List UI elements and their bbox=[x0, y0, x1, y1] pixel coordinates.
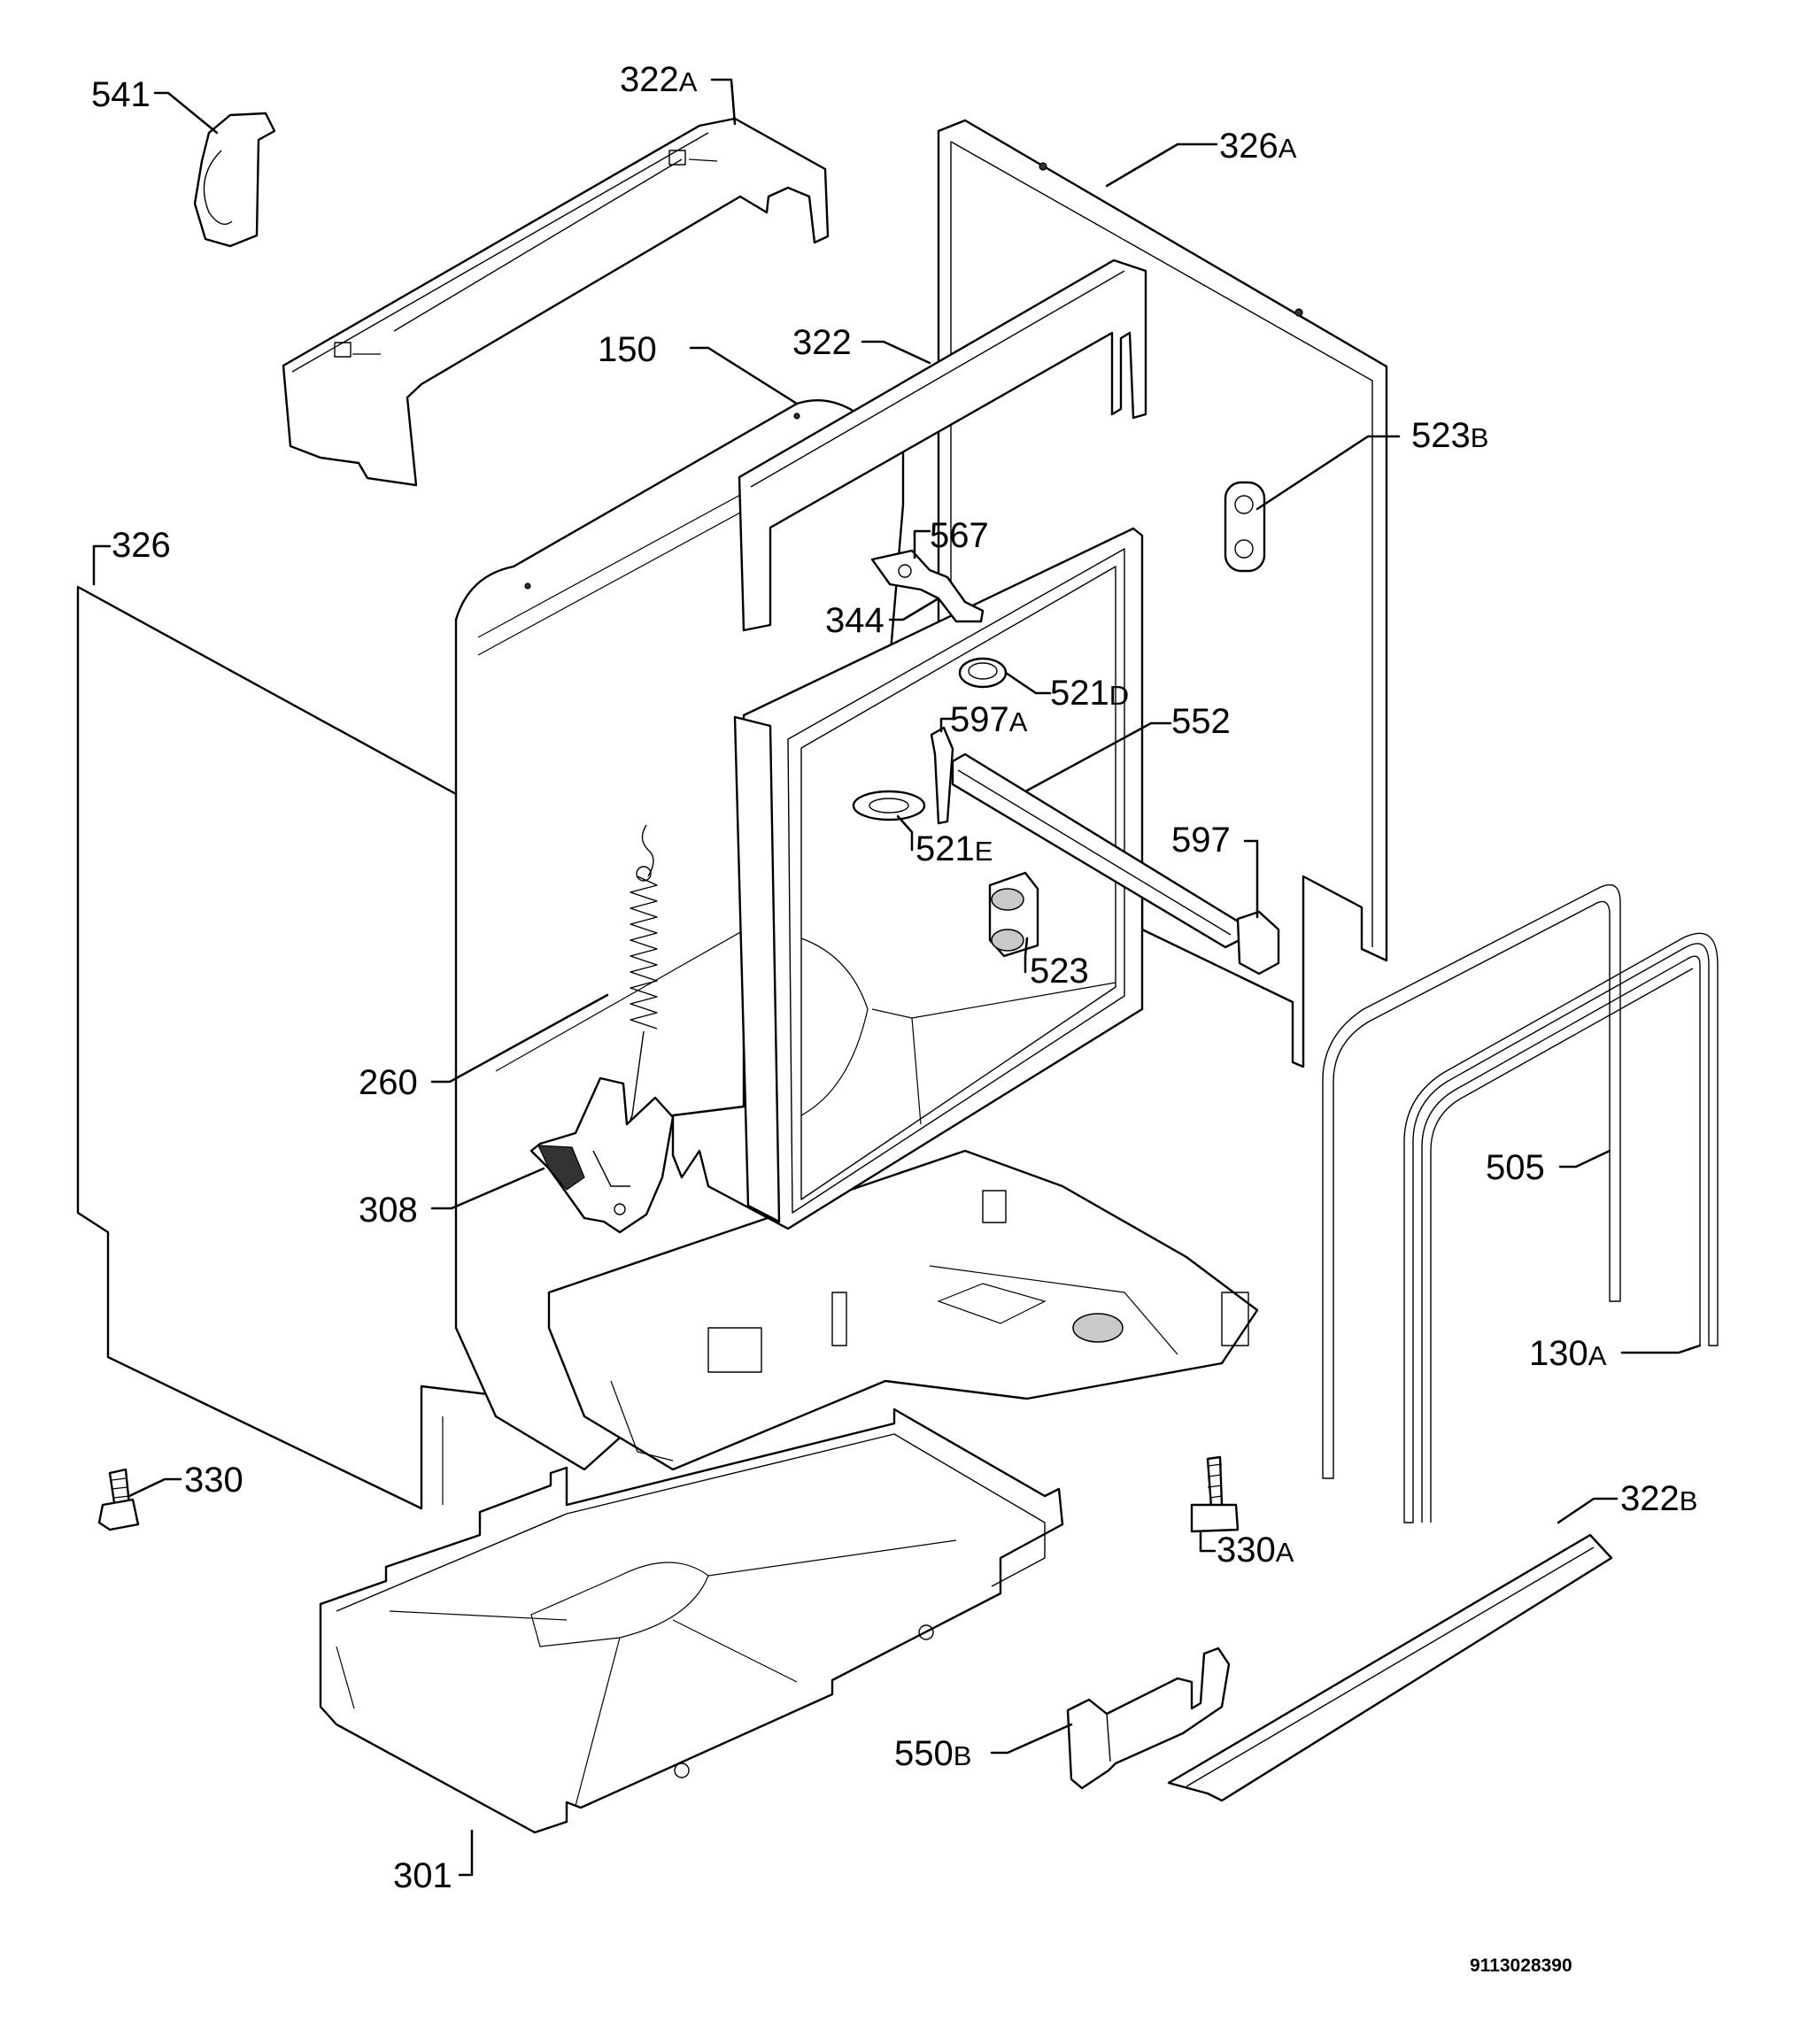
callout-326A: 326A bbox=[1219, 127, 1297, 166]
callout-330A: 330A bbox=[1217, 1531, 1294, 1570]
part-upper-front-frame bbox=[282, 117, 830, 487]
callout-541: 541 bbox=[91, 75, 151, 114]
callout-597: 597 bbox=[1171, 821, 1231, 860]
callout-150: 150 bbox=[598, 330, 657, 369]
callout-505: 505 bbox=[1486, 1148, 1545, 1187]
part-foot-330A bbox=[1190, 1455, 1240, 1533]
callout-597A: 597A bbox=[950, 700, 1028, 739]
callout-521E: 521E bbox=[915, 829, 993, 868]
part-washer-521E bbox=[852, 790, 926, 821]
part-ring-521D bbox=[958, 657, 1008, 689]
callout-326: 326 bbox=[112, 526, 171, 565]
part-gasket-505 bbox=[1322, 883, 1621, 1479]
part-door-strip-130A bbox=[1403, 932, 1719, 1523]
callout-523B: 523B bbox=[1411, 416, 1488, 455]
part-hinge-308 bbox=[529, 1076, 675, 1234]
callout-260: 260 bbox=[359, 1063, 418, 1102]
callout-344: 344 bbox=[825, 601, 885, 640]
part-grommet-523B bbox=[1224, 481, 1266, 573]
part-clip-541 bbox=[193, 112, 276, 248]
part-grommet-523 bbox=[988, 871, 1039, 958]
callout-322B: 322B bbox=[1620, 1479, 1697, 1518]
callout-552: 552 bbox=[1171, 702, 1231, 741]
part-endcap-597 bbox=[1236, 910, 1280, 976]
callout-130A: 130A bbox=[1529, 1334, 1607, 1373]
part-bracket-344 bbox=[870, 549, 985, 623]
callout-308: 308 bbox=[359, 1191, 418, 1230]
diagram-reference-number: 9113028390 bbox=[1470, 1955, 1572, 1976]
part-bottom-tray-301 bbox=[319, 1408, 1064, 1834]
callout-322A: 322A bbox=[620, 60, 698, 99]
part-top-frame bbox=[738, 258, 1147, 632]
callout-521D: 521D bbox=[1050, 674, 1129, 713]
callout-550B: 550B bbox=[894, 1734, 971, 1773]
callout-330: 330 bbox=[184, 1461, 243, 1500]
callout-567: 567 bbox=[930, 516, 989, 555]
part-side-panel-left bbox=[76, 585, 517, 1510]
part-bracket-550B bbox=[1066, 1647, 1231, 1790]
callout-322: 322 bbox=[792, 323, 852, 362]
leader-lines bbox=[92, 78, 1702, 1877]
part-clip-597A bbox=[930, 726, 954, 825]
part-strip-322B bbox=[1167, 1533, 1613, 1802]
part-base-plinth bbox=[547, 1149, 1259, 1471]
callout-301: 301 bbox=[393, 1856, 452, 1895]
callout-523: 523 bbox=[1030, 952, 1089, 991]
part-tub-front-frame bbox=[671, 527, 1144, 1230]
part-bolt-330 bbox=[97, 1468, 140, 1531]
